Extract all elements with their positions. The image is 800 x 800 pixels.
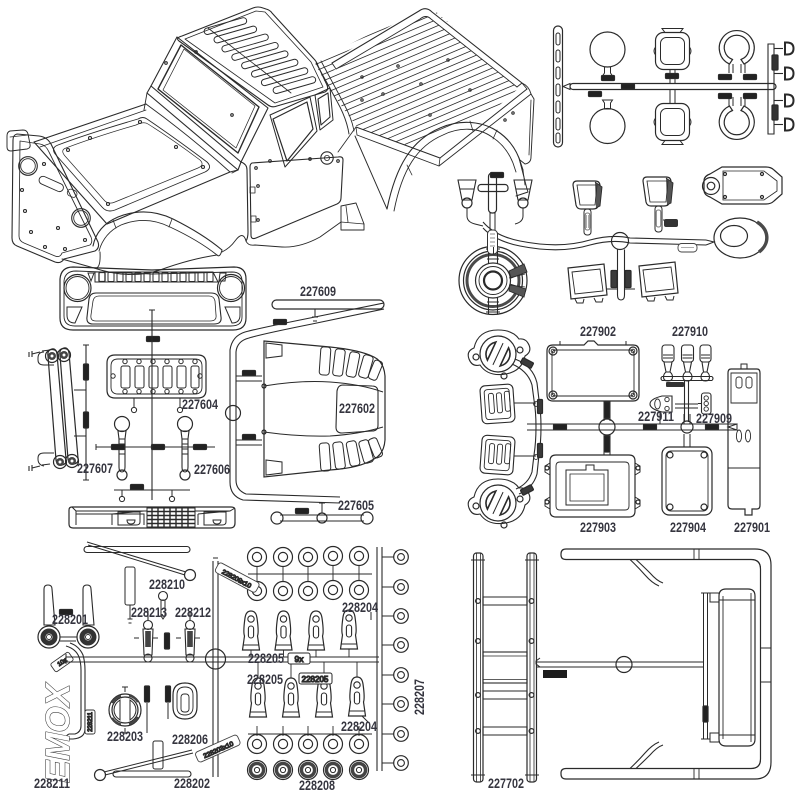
svg-text:227606: 227606 xyxy=(194,462,230,477)
svg-text:228202: 228202 xyxy=(174,776,210,791)
svg-text:228201: 228201 xyxy=(52,612,88,627)
svg-text:228205: 228205 xyxy=(247,672,283,687)
svg-text:228212: 228212 xyxy=(175,605,211,620)
svg-text:228203: 228203 xyxy=(107,729,143,744)
svg-text:228207: 228207 xyxy=(412,679,427,715)
svg-text:228211: 228211 xyxy=(34,776,70,791)
svg-text:228211: 228211 xyxy=(88,712,94,732)
svg-text:228208: 228208 xyxy=(299,778,335,793)
svg-text:227609: 227609 xyxy=(300,284,336,299)
svg-text:10x: 10x xyxy=(57,658,68,668)
svg-text:228210: 228210 xyxy=(149,577,185,592)
svg-text:9x: 9x xyxy=(295,654,305,664)
svg-text:228205: 228205 xyxy=(302,675,329,684)
svg-text:227902: 227902 xyxy=(580,324,616,339)
svg-text:227602: 227602 xyxy=(339,401,375,416)
svg-text:227607: 227607 xyxy=(77,461,113,476)
svg-text:227903: 227903 xyxy=(580,520,616,535)
svg-text:228205: 228205 xyxy=(248,651,284,666)
svg-text:227605: 227605 xyxy=(338,498,374,513)
svg-text:228204: 228204 xyxy=(342,600,378,615)
svg-text:227904: 227904 xyxy=(670,520,706,535)
svg-text:228206: 228206 xyxy=(172,732,208,747)
svg-text:227901: 227901 xyxy=(734,520,770,535)
svg-text:228213: 228213 xyxy=(131,605,167,620)
svg-text:227911: 227911 xyxy=(638,409,674,424)
svg-text:227909: 227909 xyxy=(696,411,732,426)
svg-text:227604: 227604 xyxy=(182,397,218,412)
svg-text:EMOX: EMOX xyxy=(39,682,76,783)
svg-text:228204: 228204 xyxy=(341,719,377,734)
svg-text:227702: 227702 xyxy=(488,776,524,791)
svg-text:227910: 227910 xyxy=(672,324,708,339)
